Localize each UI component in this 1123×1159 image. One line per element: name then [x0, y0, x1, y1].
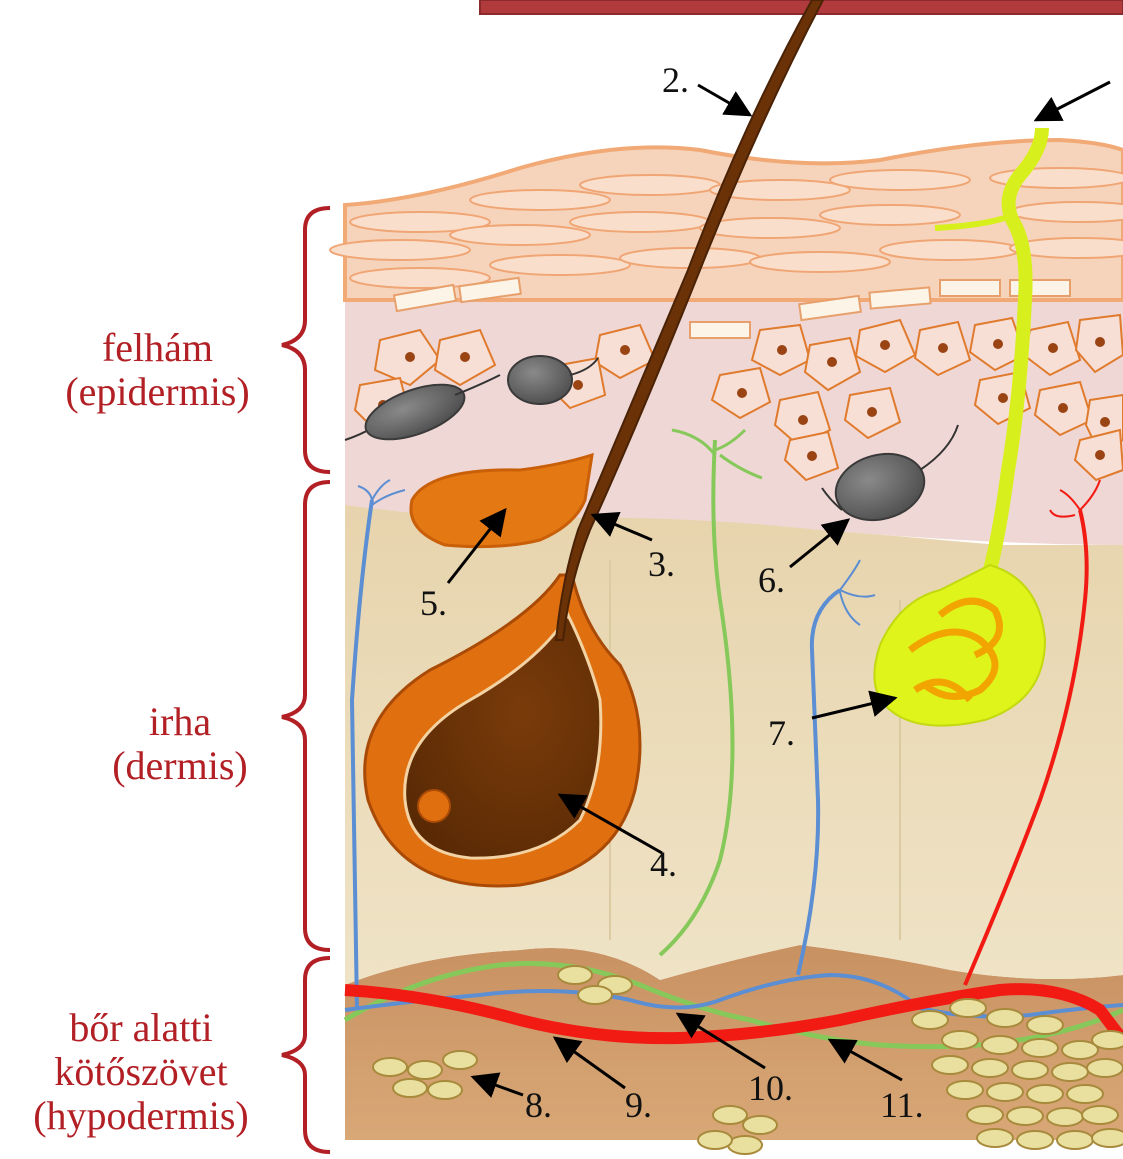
label-epidermis-latin: (epidermis) [40, 370, 275, 414]
callout-3: 3. [648, 544, 675, 584]
bracket-epidermis [282, 208, 330, 472]
label-epidermis-name: felhám [40, 326, 275, 370]
label-dermis-latin: (dermis) [80, 744, 280, 788]
label-hypodermis-line2: kötőszövet [0, 1050, 282, 1094]
label-hypodermis-latin: (hypodermis) [0, 1094, 282, 1138]
callout-6: 6. [758, 560, 785, 600]
callout-4: 4. [650, 844, 677, 884]
label-dermis-name: irha [80, 700, 280, 744]
dermal-papilla [418, 790, 450, 822]
label-hypodermis-line1: bőr alatti [0, 1006, 282, 1050]
callout-9: 9. [625, 1085, 652, 1125]
bracket-dermis [282, 482, 330, 950]
callout-7: 7. [768, 713, 795, 753]
label-hypodermis: bőr alatti kötőszövet (hypodermis) [0, 1006, 282, 1138]
layer-brackets [282, 208, 330, 1152]
callout-8: 8. [525, 1085, 552, 1125]
bracket-hypodermis [282, 958, 330, 1152]
callout-11: 11. [880, 1085, 924, 1125]
label-dermis: irha (dermis) [80, 700, 280, 788]
callout-10: 10. [748, 1068, 793, 1108]
label-epidermis: felhám (epidermis) [40, 326, 275, 414]
callout-5: 5. [420, 583, 447, 623]
title-bar [480, 0, 1123, 14]
callout-2: 2. [662, 60, 689, 100]
